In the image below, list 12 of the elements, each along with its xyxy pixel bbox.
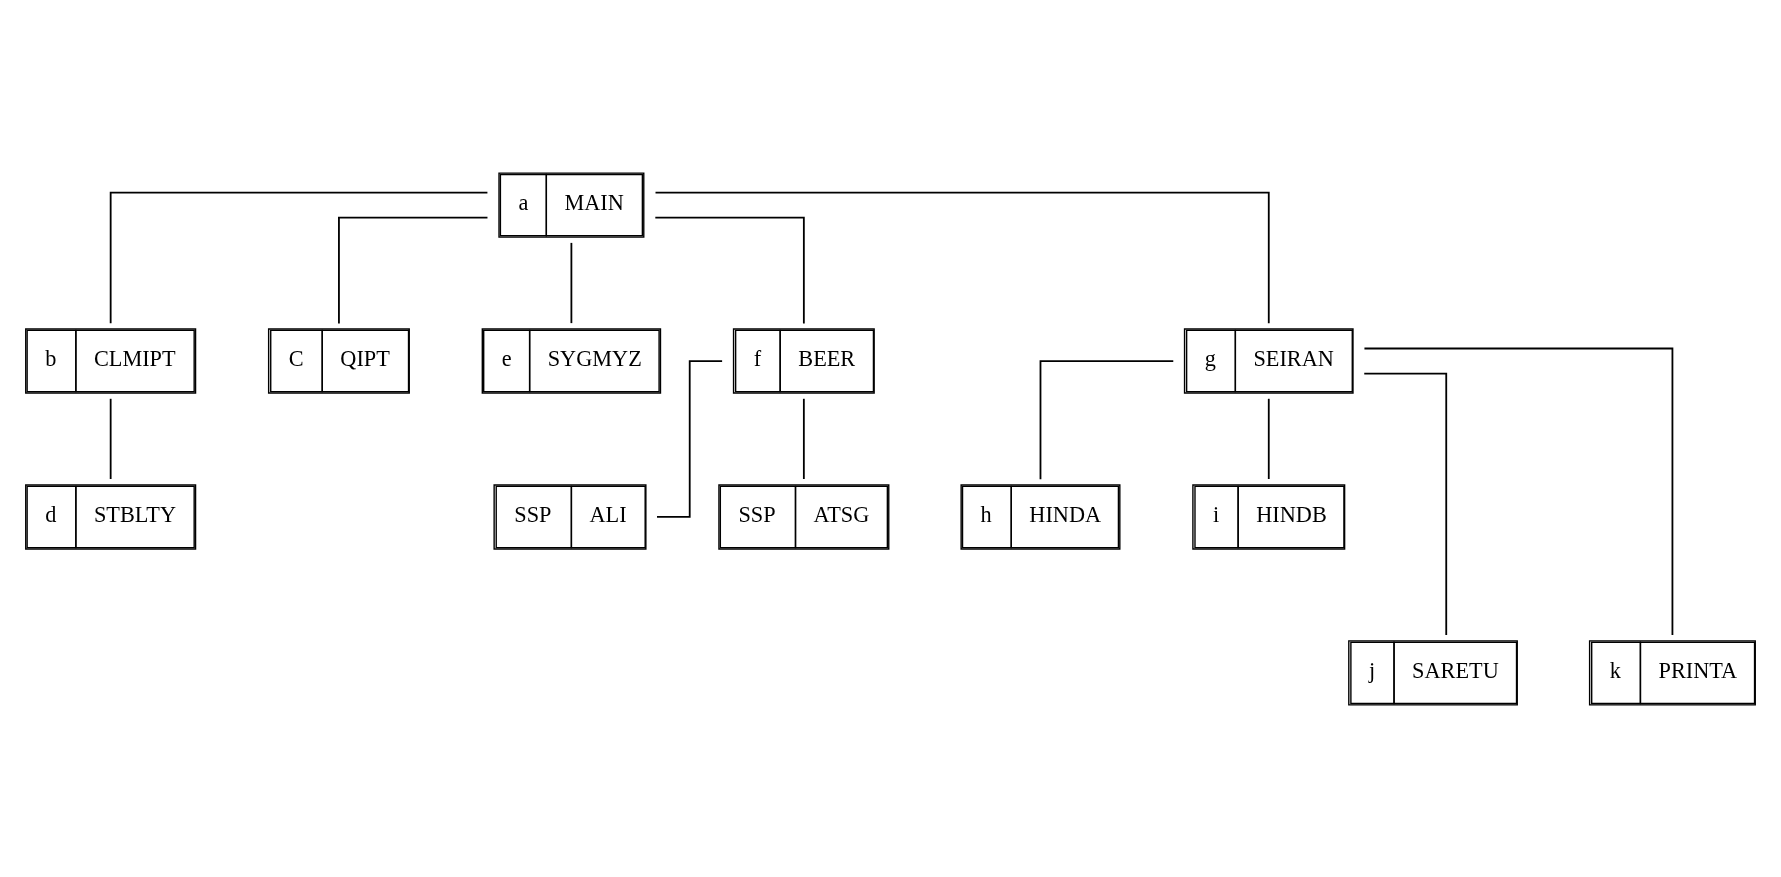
connector — [1363, 347, 1674, 636]
connector — [338, 216, 489, 324]
connector — [1267, 397, 1270, 480]
connector — [1363, 372, 1448, 636]
connector — [109, 191, 489, 324]
connector — [656, 359, 723, 518]
connector — [802, 397, 805, 480]
connector — [570, 241, 573, 324]
connector — [109, 397, 112, 480]
connector — [654, 191, 1270, 324]
connector — [1039, 359, 1175, 480]
connector — [654, 216, 805, 324]
